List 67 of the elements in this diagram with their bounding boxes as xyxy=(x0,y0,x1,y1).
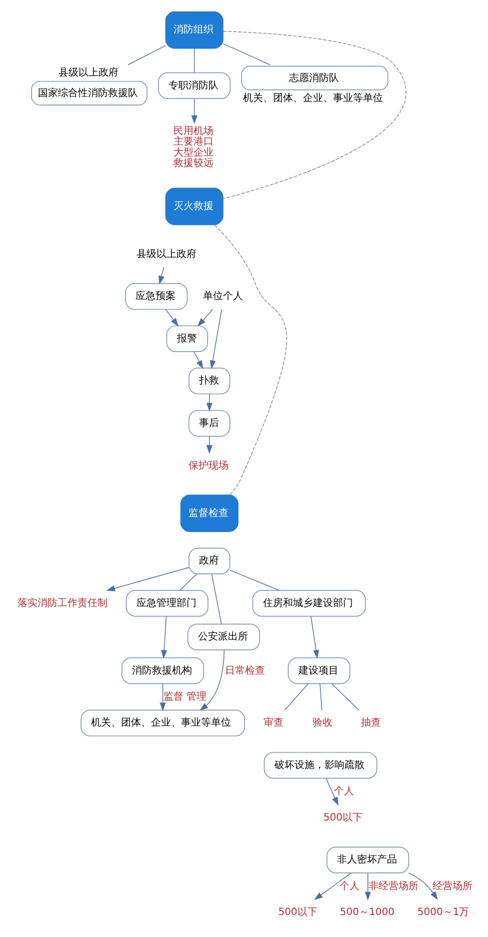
connector xyxy=(222,43,270,66)
connector xyxy=(320,683,322,710)
node-box: 住房和城乡建设部门 xyxy=(252,590,366,617)
arrow xyxy=(193,351,204,369)
node-box: 消防救援机构 xyxy=(122,657,204,684)
connector xyxy=(214,224,288,496)
node-label: 机关、团体、企业、事业等单位 xyxy=(243,92,384,104)
node-box: 建设项目 xyxy=(288,657,350,684)
node-text: 5000～1万 xyxy=(417,906,470,918)
node-text: 500以下 xyxy=(278,906,318,918)
node-box: 灭火救援 xyxy=(165,188,224,226)
node-box: 公安派出所 xyxy=(188,624,260,650)
node-box: 破坏设施，影响疏散 xyxy=(264,752,378,779)
arrow xyxy=(310,616,320,659)
node-box: 应急管理部门 xyxy=(126,590,208,617)
node-box: 监督检查 xyxy=(180,494,238,532)
node-text: 500以下 xyxy=(323,812,363,824)
connector xyxy=(284,683,309,710)
edge-label: 个人 xyxy=(340,880,360,892)
arrow xyxy=(206,436,212,454)
node-text: 县级以上政府 xyxy=(136,248,196,260)
node-box: 志愿消防队 xyxy=(241,66,388,90)
connector xyxy=(211,574,222,624)
edge-label: 个人 xyxy=(334,786,354,798)
node-box: 机关、团体、企业、事业等单位 xyxy=(80,710,245,736)
edge-label: 经营场所 xyxy=(432,880,472,892)
node-box: 消防组织 xyxy=(165,11,224,49)
edge-label: 监督 管理 xyxy=(163,692,207,703)
arrow xyxy=(106,567,190,592)
arrow xyxy=(200,650,225,711)
arrow xyxy=(314,872,352,900)
node-text: 审查 xyxy=(264,718,284,729)
connector xyxy=(179,574,198,591)
arrow xyxy=(161,616,168,659)
arrow xyxy=(408,872,438,900)
node-box: 事后 xyxy=(188,410,230,437)
arrow xyxy=(364,872,371,900)
connector xyxy=(222,30,406,200)
node-box: 政府 xyxy=(188,548,230,574)
node-box: 应急预案 xyxy=(125,283,188,310)
connector xyxy=(230,570,280,591)
connector xyxy=(331,683,360,710)
arrow xyxy=(197,309,214,327)
node-label: 县级以上政府 xyxy=(58,68,118,79)
edge-label: 非经营场所 xyxy=(368,880,419,892)
connector xyxy=(194,48,195,73)
arrow xyxy=(206,394,212,412)
node-box: 报警 xyxy=(166,325,208,352)
node-text: 抽查 xyxy=(361,718,382,729)
node-box: 扑救 xyxy=(188,368,230,394)
arrow xyxy=(160,683,166,712)
node-text: 民用机场 主要港口 大型企业 救援较远 xyxy=(174,126,214,170)
arrow xyxy=(210,309,222,370)
node-box: 专职消防队 xyxy=(158,72,231,99)
node-box: 国家综合性消防救援队 xyxy=(31,80,148,106)
node-text: 单位个人 xyxy=(202,291,243,302)
node-box: 非人密坏产品 xyxy=(326,846,410,874)
node-text: 落实消防工作责任制 xyxy=(18,598,108,609)
edge-label: 日常检查 xyxy=(225,665,266,676)
arrow xyxy=(326,778,338,806)
node-text: 验收 xyxy=(312,718,332,729)
arrow xyxy=(165,309,179,327)
node-text: 保护现场 xyxy=(188,460,229,472)
arrow xyxy=(191,98,198,124)
connector xyxy=(128,45,166,66)
node-text: 500～1000 xyxy=(340,906,395,918)
arrow xyxy=(158,266,164,284)
